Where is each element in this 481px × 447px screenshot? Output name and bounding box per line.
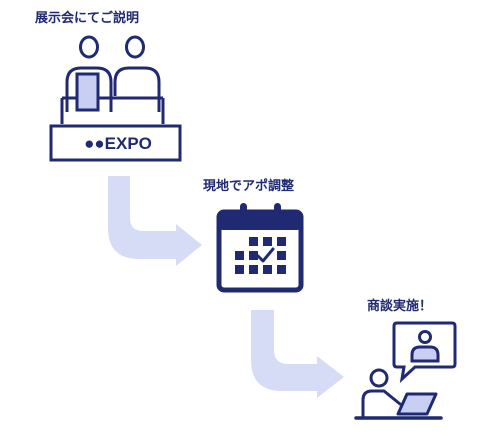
online-meeting-icon [354,321,457,420]
step-2-label: 現地でアポ調整 [203,179,295,194]
flow-arrow-1 [108,176,202,266]
step-1-label: 展示会にてご説明 [35,11,140,26]
step-3-label: 商談実施！ [367,299,433,314]
expo-sign-text: ●●EXPO [84,134,152,153]
tablet-icon [75,72,100,112]
flow-arrow-2 [251,310,344,398]
exhibition-booth-icon [49,35,182,162]
calendar-icon [216,203,304,293]
